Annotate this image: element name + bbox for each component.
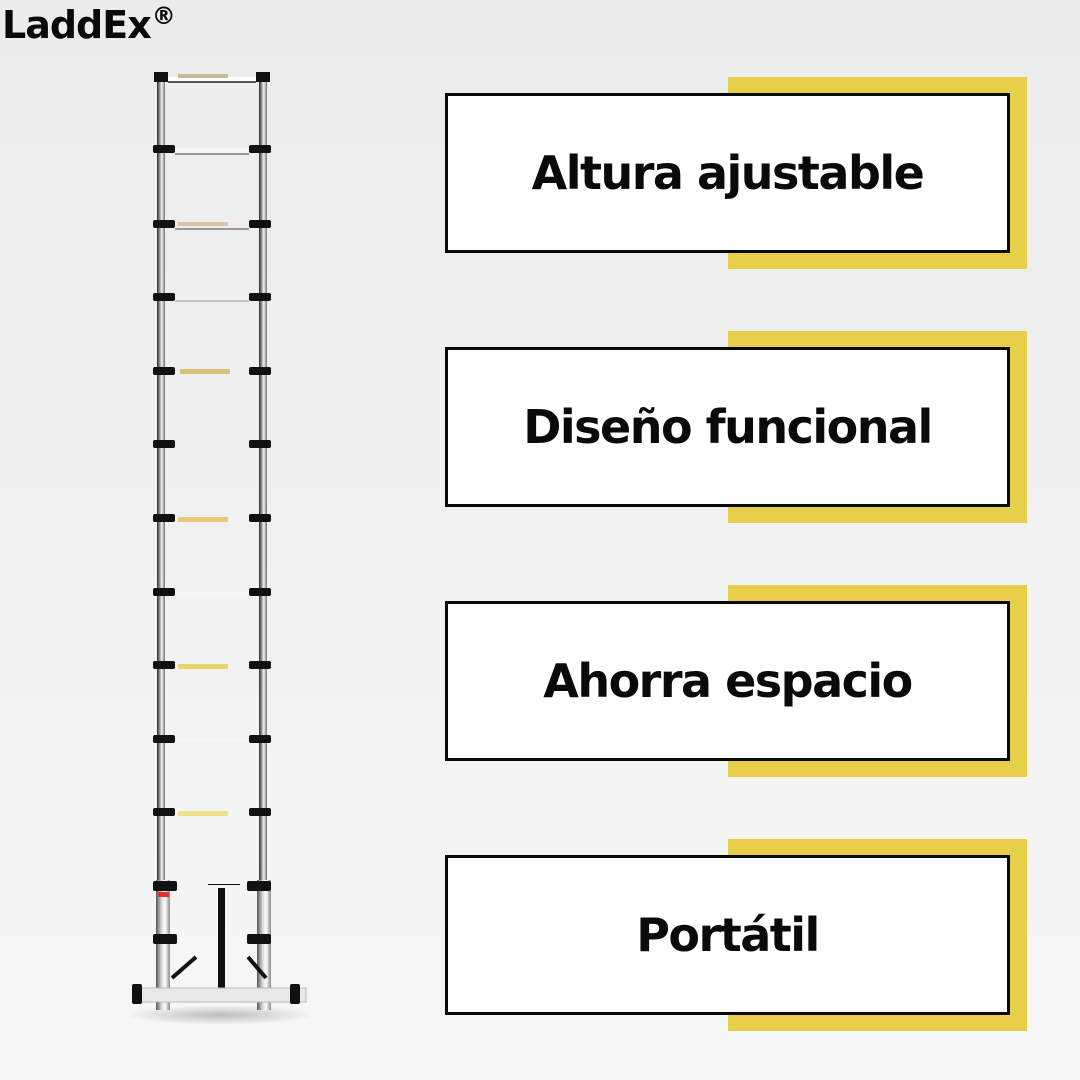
feature-card: Portátil [445,855,1010,1015]
registered-mark: ® [151,2,176,30]
feature-label: Diseño funcional [523,400,933,454]
brand-name: LaddEx [2,3,152,47]
feature-label: Portátil [636,908,820,962]
feature-functional-design: Diseño funcional [445,331,1028,523]
brand-logo: LaddEx® [2,3,176,47]
feature-card: Ahorra espacio [445,601,1010,761]
feature-card: Diseño funcional [445,347,1010,507]
feature-adjustable-height: Altura ajustable [445,77,1028,269]
ladder-product-image [120,60,320,1030]
feature-portable: Portátil [445,839,1028,1031]
feature-space-saving: Ahorra espacio [445,585,1028,777]
feature-card: Altura ajustable [445,93,1010,253]
ladder-rungs [153,145,271,891]
feature-label: Ahorra espacio [543,654,913,708]
feature-label: Altura ajustable [531,146,925,200]
